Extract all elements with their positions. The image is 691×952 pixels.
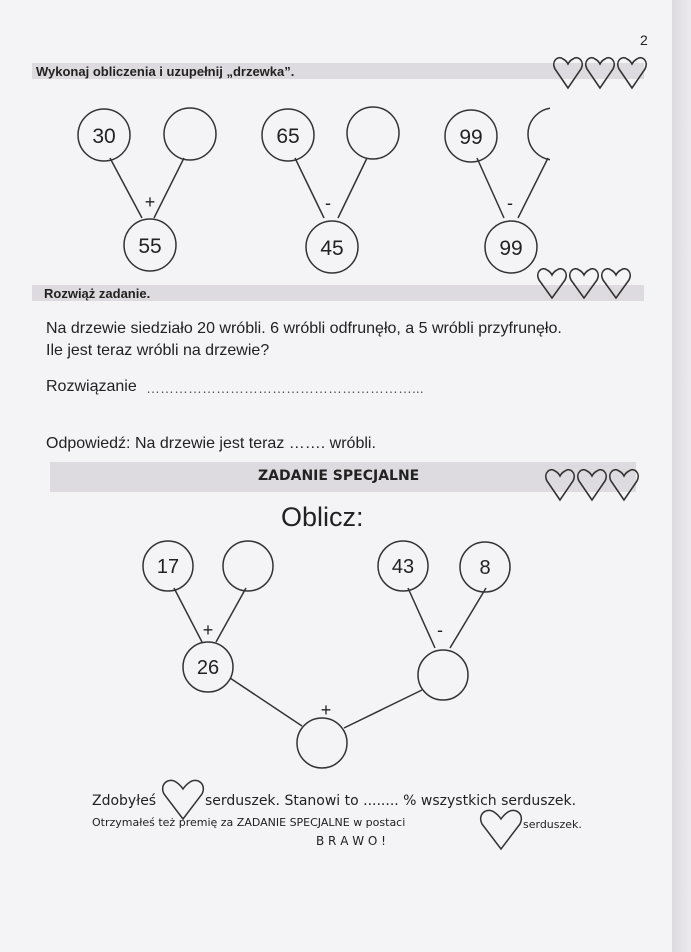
special-right-a-circle [377,540,429,592]
tree2-result-value: 45 [320,237,343,260]
tree1-left-circle [77,108,131,162]
tree2-op: - [325,193,331,213]
footer-line2-start: Otrzymałeś też premię za ZADANIE SPECJAL… [92,816,406,829]
worksheet-page: 2 Wykonaj obliczenia i uzupełnij „drzewk… [0,0,672,952]
special-left-a-value: 17 [157,556,179,578]
solution-dots[interactable]: …………………………………………………... [146,380,424,396]
heart-icon [601,267,631,300]
special-left-result-circle [182,641,234,693]
tree2-left-value: 65 [276,125,299,148]
heart-icon [577,468,607,502]
special-right-b-circle [459,541,511,593]
tree3-op: - [507,193,513,213]
tree1-op: + [145,192,156,212]
answer-line: Odpowiedź: Na drzewie jest teraz ……. wró… [46,435,376,452]
special-tree: 17 + 26 43 8 - + [142,540,511,769]
special-bottom-circle[interactable] [296,717,348,769]
solution-label: Rozwiązanie [46,378,137,395]
task2-title: Rozwiąż zadanie. [44,286,151,301]
footer-line1-end: serduszek. Stanowi to ........ % wszystk… [205,793,577,809]
footer-line2-end: serduszek. [523,818,582,831]
special-right-result-circle[interactable] [417,649,469,701]
footer-heart-2 [480,809,522,851]
heart-icon [553,56,583,90]
tree2-result-circle [305,220,359,274]
footer-line1-start: Zdobyłeś [92,793,157,809]
special-right-a-value: 43 [392,556,414,578]
task2-line1: Na drzewie siedziało 20 wróbli. 6 wróbli… [46,320,562,337]
page-number: 2 [640,32,648,48]
heart-icon [162,779,204,821]
task1-title: Wykonaj obliczenia i uzupełnij „drzewka”… [36,64,295,79]
special-hearts [545,468,639,502]
special-right-b-value: 8 [479,557,490,579]
tree3-left-value: 99 [459,126,482,149]
heart-icon [537,267,567,300]
task1-hearts [553,56,647,90]
task1-header-band [32,63,644,79]
heart-icon [617,56,647,90]
special-right-op: - [437,620,443,640]
heart-icon [609,468,639,502]
special-title: ZADANIE SPECJALNE [258,468,420,484]
special-heading: Oblicz: [281,502,364,532]
special-left-op: + [203,620,214,640]
bravo-text: B R A W O ! [316,834,386,848]
tree3-result-circle [484,220,538,274]
heart-icon [585,56,615,90]
page-edge [672,0,691,952]
tree2-right-circle[interactable] [346,106,400,160]
task2-hearts [537,267,631,300]
task2-header-band [32,285,644,301]
tree1-result-circle [123,218,177,272]
heart-icon [569,267,599,300]
task1-trees: 30 + 55 65 - 45 99 - 99 [77,106,550,274]
task2-line2: Ile jest teraz wróbli na drzewie? [46,342,270,359]
special-header-band [50,462,636,492]
tree1-result-value: 55 [138,235,161,258]
footer-heart-1 [162,779,204,821]
heart-icon [545,468,575,502]
special-left-result-value: 26 [197,657,219,679]
special-bottom-op: + [321,700,332,720]
tree3-right-circle[interactable] [527,107,550,161]
tree1-left-value: 30 [92,125,115,148]
tree2-left-circle [261,108,315,162]
special-left-b-circle[interactable] [222,540,274,592]
tree3-result-value: 99 [499,237,522,260]
heart-icon [480,809,522,851]
tree3-left-circle [444,109,498,163]
special-left-a-circle [142,540,194,592]
tree1-right-circle[interactable] [163,107,217,161]
